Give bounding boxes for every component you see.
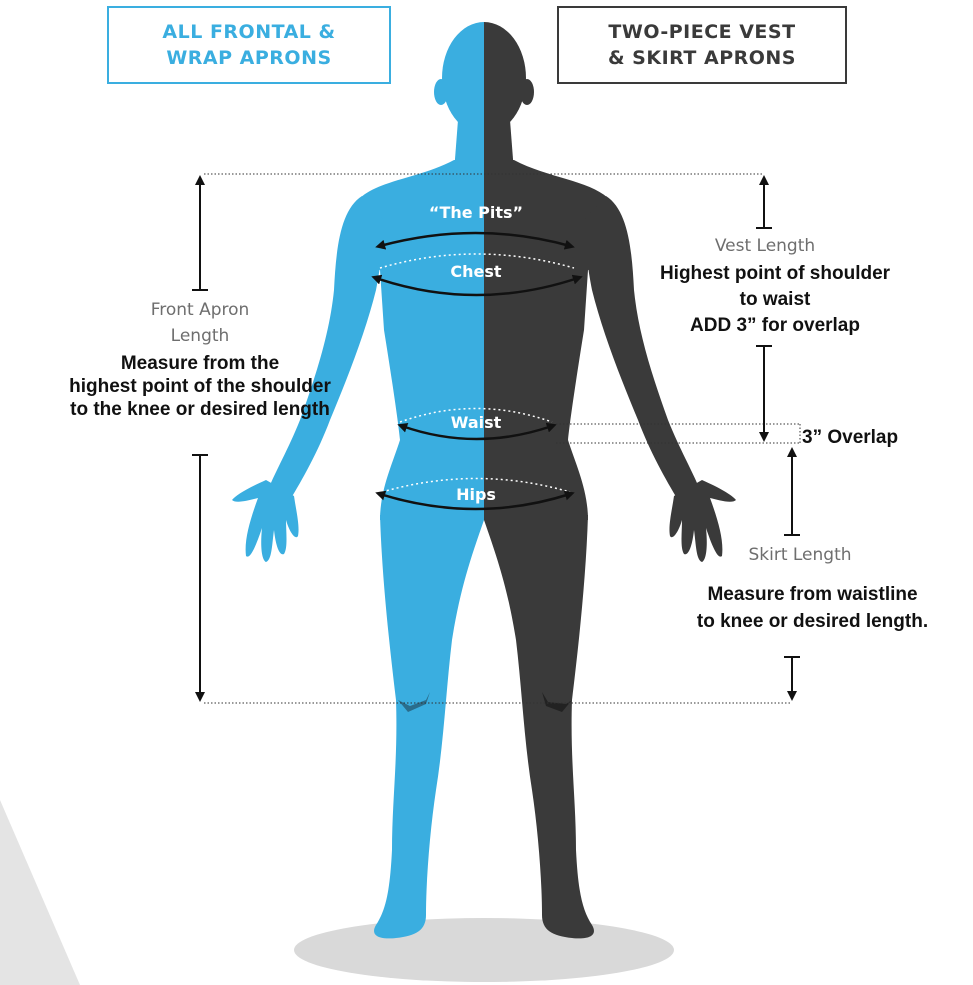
figure-right-dark — [232, 22, 736, 938]
front-apron-label-line-1: Front Apron — [110, 297, 290, 323]
vest-desc-line-1: Highest point of shoulder — [610, 261, 940, 287]
hips-label: Hips — [424, 485, 528, 504]
floor-shadow — [294, 918, 674, 982]
vest-desc-line-3: ADD 3” for overlap — [610, 313, 940, 339]
front-apron-desc-line-2: highest point of the shoulder — [10, 375, 390, 398]
vest-length-label: Vest Length — [680, 236, 850, 256]
overlap-label: 3” Overlap — [802, 426, 932, 449]
vest-skirt-line-1: TWO-PIECE VEST — [608, 19, 796, 45]
frontal-wrap-line-1: ALL FRONTAL & — [162, 19, 335, 45]
skirt-desc-line-2: to knee or desired length. — [655, 608, 970, 635]
vest-description: Highest point of shoulder to waist ADD 3… — [610, 261, 940, 339]
front-apron-length-label: Front Apron Length — [110, 297, 290, 349]
front-apron-label-line-2: Length — [110, 323, 290, 349]
background-triangle — [0, 800, 80, 985]
pits-label: “The Pits” — [414, 203, 538, 222]
vest-skirt-aprons-box: TWO-PIECE VEST & SKIRT APRONS — [557, 6, 847, 84]
waist-label: Waist — [424, 413, 528, 432]
vest-desc-line-2: to waist — [610, 287, 940, 313]
front-apron-desc-line-3: to the knee or desired length — [10, 398, 390, 421]
frontal-wrap-aprons-box: ALL FRONTAL & WRAP APRONS — [107, 6, 391, 84]
front-apron-description: Measure from the highest point of the sh… — [10, 352, 390, 421]
frontal-wrap-line-2: WRAP APRONS — [162, 45, 335, 71]
skirt-length-label: Skirt Length — [720, 545, 880, 565]
chest-label: Chest — [424, 262, 528, 281]
front-apron-desc-line-1: Measure from the — [10, 352, 390, 375]
skirt-desc-line-1: Measure from waistline — [655, 581, 970, 608]
skirt-description: Measure from waistline to knee or desire… — [655, 581, 970, 635]
vest-skirt-line-2: & SKIRT APRONS — [608, 45, 796, 71]
